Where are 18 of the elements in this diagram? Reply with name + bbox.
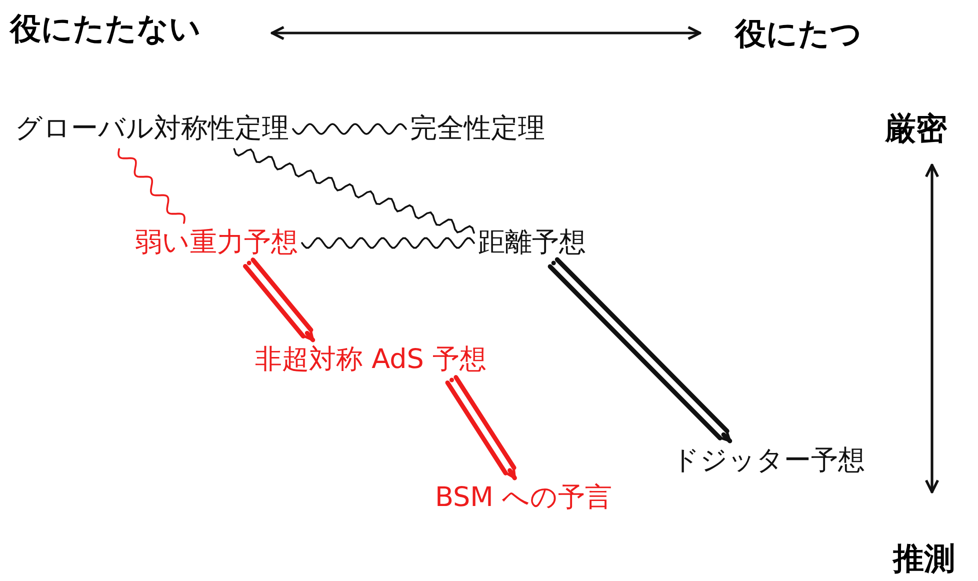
concept-text: 弱い重力予想 bbox=[135, 226, 298, 260]
concept-text: 距離予想 bbox=[478, 226, 586, 260]
concept-text: グローバル対称性定理 bbox=[15, 112, 289, 146]
wavy-line bbox=[301, 237, 475, 249]
axis-end-label: 厳密 bbox=[885, 110, 947, 148]
wavy-line bbox=[292, 123, 407, 135]
concept-text: 完全性定理 bbox=[410, 112, 545, 146]
concept-text: BSM への予言 bbox=[435, 481, 612, 515]
double-arrow bbox=[243, 258, 316, 342]
double-arrow bbox=[445, 375, 517, 480]
concept-text: 非超対称 AdS 予想 bbox=[255, 343, 486, 377]
wavy-line bbox=[118, 148, 186, 224]
concept-text: ドジッター予想 bbox=[672, 444, 865, 478]
axis-end-label: 役にたたない bbox=[10, 10, 201, 48]
double-arrow bbox=[548, 257, 732, 444]
axis-end-label: 推測 bbox=[893, 540, 955, 578]
wavy-line bbox=[233, 148, 475, 234]
axis-end-label: 役にたつ bbox=[735, 15, 862, 53]
